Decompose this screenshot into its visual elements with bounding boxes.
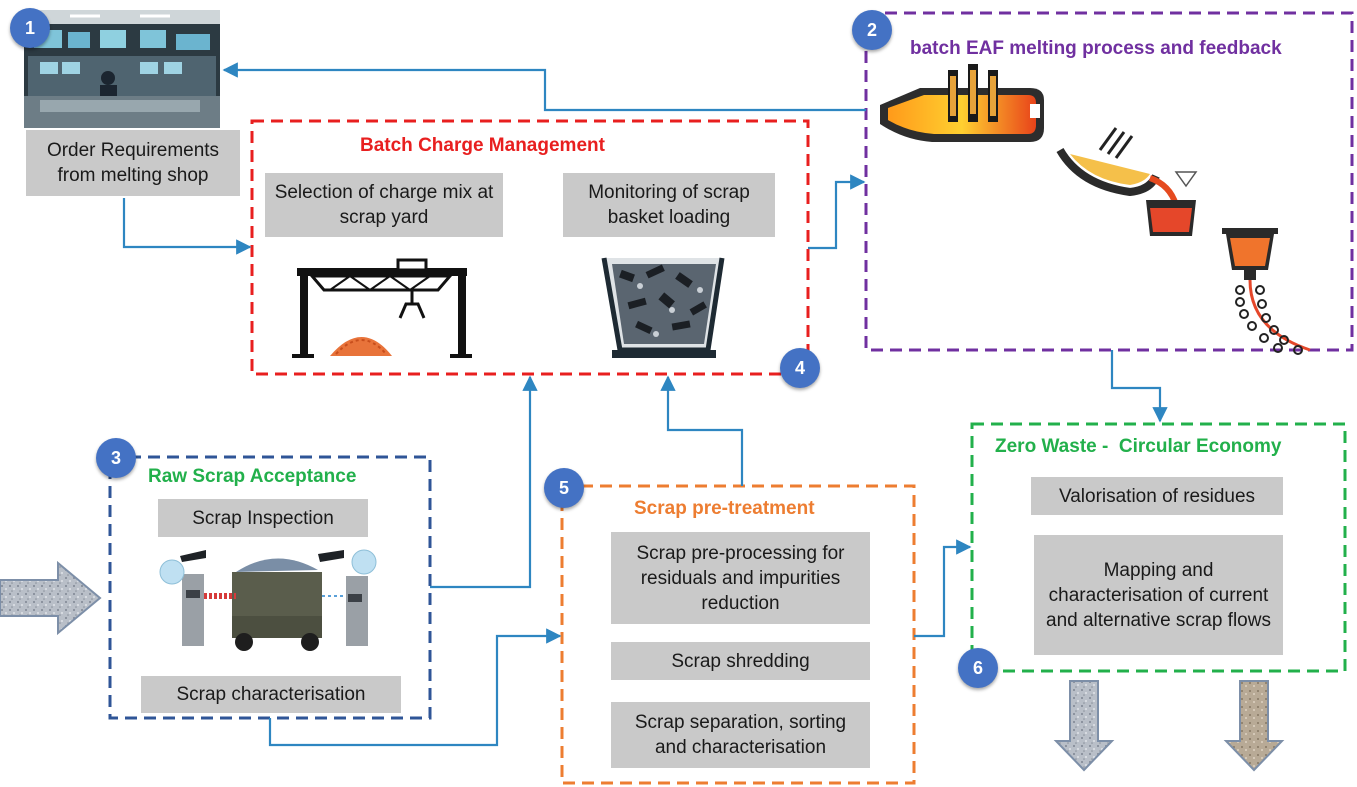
badge-5: 5 bbox=[544, 468, 584, 508]
badge-3: 3 bbox=[96, 438, 136, 478]
output-arrow-left bbox=[1053, 680, 1115, 772]
raw-scrap-title: Raw Scrap Acceptance bbox=[148, 466, 357, 487]
connector-raw-to-pretreat bbox=[268, 628, 562, 747]
scrap-inspection-box: Scrap Inspection bbox=[158, 499, 368, 537]
continuous-caster-icon bbox=[1222, 228, 1311, 355]
truck-inspection-icon bbox=[159, 549, 377, 651]
eaf-frame bbox=[864, 11, 1354, 352]
electric-arc-furnace-icon bbox=[880, 64, 1044, 142]
connector-raw-to-batch bbox=[430, 375, 538, 589]
badge-4: 4 bbox=[780, 348, 820, 388]
monitoring-basket-box: Monitoring of scrap basket loading bbox=[563, 173, 775, 237]
scrap-input-arrow bbox=[0, 560, 102, 636]
scrap-shredding-box: Scrap shredding bbox=[611, 642, 870, 680]
zero-waste-title: Zero Waste - Circular Economy bbox=[995, 436, 1282, 457]
order-requirements-box: Order Requirements from melting shop bbox=[26, 130, 240, 196]
batch-charge-title: Batch Charge Management bbox=[360, 135, 605, 156]
connector-batch-to-eaf bbox=[808, 174, 866, 250]
valorisation-box: Valorisation of residues bbox=[1031, 477, 1283, 515]
eaf-title: batch EAF melting process and feedback bbox=[910, 38, 1282, 59]
badge-1: 1 bbox=[10, 8, 50, 48]
scrap-basket-icon bbox=[601, 257, 725, 358]
scrap-characterisation-box: Scrap characterisation bbox=[141, 676, 401, 713]
connector-pretreat-to-batch bbox=[660, 375, 744, 486]
pretreat-title: Scrap pre-treatment bbox=[634, 498, 815, 519]
badge-6: 6 bbox=[958, 648, 998, 688]
connector-pretreat-to-zero bbox=[914, 539, 972, 638]
zero-waste-frame bbox=[970, 422, 1347, 673]
badge-2: 2 bbox=[852, 10, 892, 50]
output-arrow-right bbox=[1223, 680, 1285, 772]
selection-charge-mix-box: Selection of charge mix at scrap yard bbox=[265, 173, 503, 237]
connector-eaf-to-zero bbox=[1110, 350, 1168, 423]
ladle-icon bbox=[1056, 127, 1198, 236]
connector-order-to-batch bbox=[122, 198, 252, 255]
scrap-preprocessing-box: Scrap pre-processing for residuals and i… bbox=[611, 532, 870, 624]
pretreat-frame bbox=[560, 484, 916, 785]
batch-charge-frame bbox=[250, 119, 810, 376]
control-room-photo bbox=[24, 10, 220, 128]
connector-eaf-to-order bbox=[222, 62, 866, 112]
gantry-crane-icon bbox=[292, 258, 472, 358]
mapping-flows-box: Mapping and characterisation of current … bbox=[1034, 535, 1283, 655]
scrap-separation-box: Scrap separation, sorting and characteri… bbox=[611, 702, 870, 768]
